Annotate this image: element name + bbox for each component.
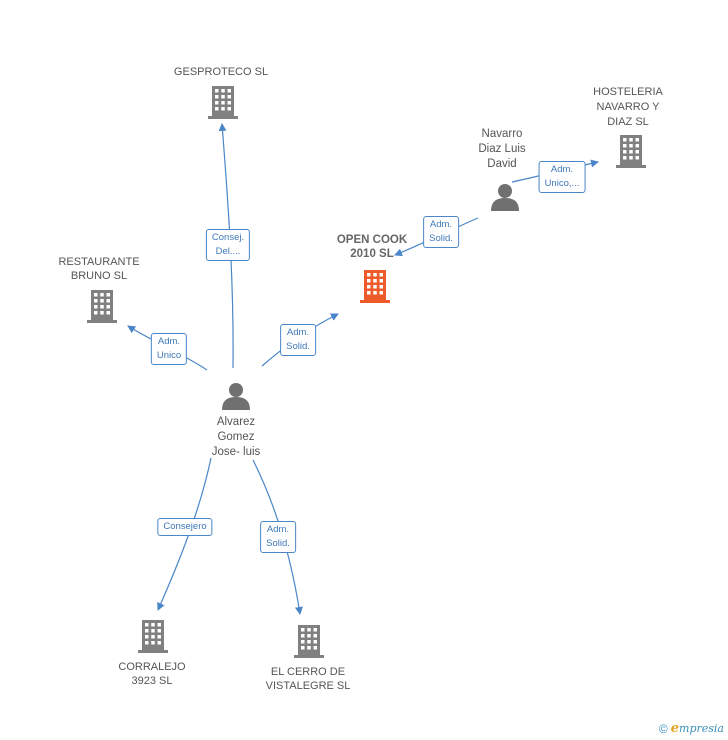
edge-label-cerro[interactable]: Adm. Solid.: [260, 521, 296, 553]
edge-label-restaurante[interactable]: Adm. Unico: [150, 333, 188, 365]
node-label-alvarez[interactable]: Alvarez Gomez Jose- luis: [211, 416, 261, 458]
edge-label-gesproteco[interactable]: Consej. Del....: [205, 229, 251, 261]
edge-label-navarro-opencook[interactable]: Adm. Solid.: [423, 216, 459, 248]
node-label-restaurante[interactable]: RESTAURANTE BRUNO SL: [58, 256, 140, 282]
node-label-gesproteco[interactable]: GESPROTECO SL: [173, 66, 269, 78]
node-label-opencook[interactable]: OPEN COOK 2010 SL: [336, 234, 408, 260]
cerro-building-icon[interactable]: [294, 625, 324, 658]
node-label-corralejo[interactable]: CORRALEJO 3923 SL: [118, 661, 186, 687]
node-label-cerro[interactable]: EL CERRO DE VISTALEGRE SL: [265, 666, 351, 692]
brand-initial: e: [670, 721, 680, 736]
edge-label-alvarez-opencook[interactable]: Adm. Solid.: [280, 324, 316, 356]
footer-brand: © empresia: [659, 721, 724, 736]
brand-name: mpresia: [679, 722, 724, 735]
edge-label-navarro-hosteleria[interactable]: Adm. Unico,...: [538, 161, 586, 193]
node-label-navarro[interactable]: Navarro Diaz Luis David: [478, 128, 526, 170]
alvarez-person-icon[interactable]: [222, 383, 250, 410]
copyright-symbol: ©: [658, 721, 668, 736]
edge-label-corralejo[interactable]: Consejero: [157, 518, 213, 536]
opencook-building-icon[interactable]: [360, 270, 390, 303]
node-label-hosteleria[interactable]: HOSTELERIA NAVARRO Y DIAZ SL: [593, 86, 663, 128]
corralejo-building-icon[interactable]: [138, 620, 168, 653]
navarro-person-icon[interactable]: [491, 184, 519, 211]
restaurante-building-icon[interactable]: [87, 290, 117, 323]
hosteleria-building-icon[interactable]: [616, 135, 646, 168]
gesproteco-building-icon[interactable]: [208, 86, 238, 119]
brand-logo[interactable]: empresia: [671, 721, 724, 736]
